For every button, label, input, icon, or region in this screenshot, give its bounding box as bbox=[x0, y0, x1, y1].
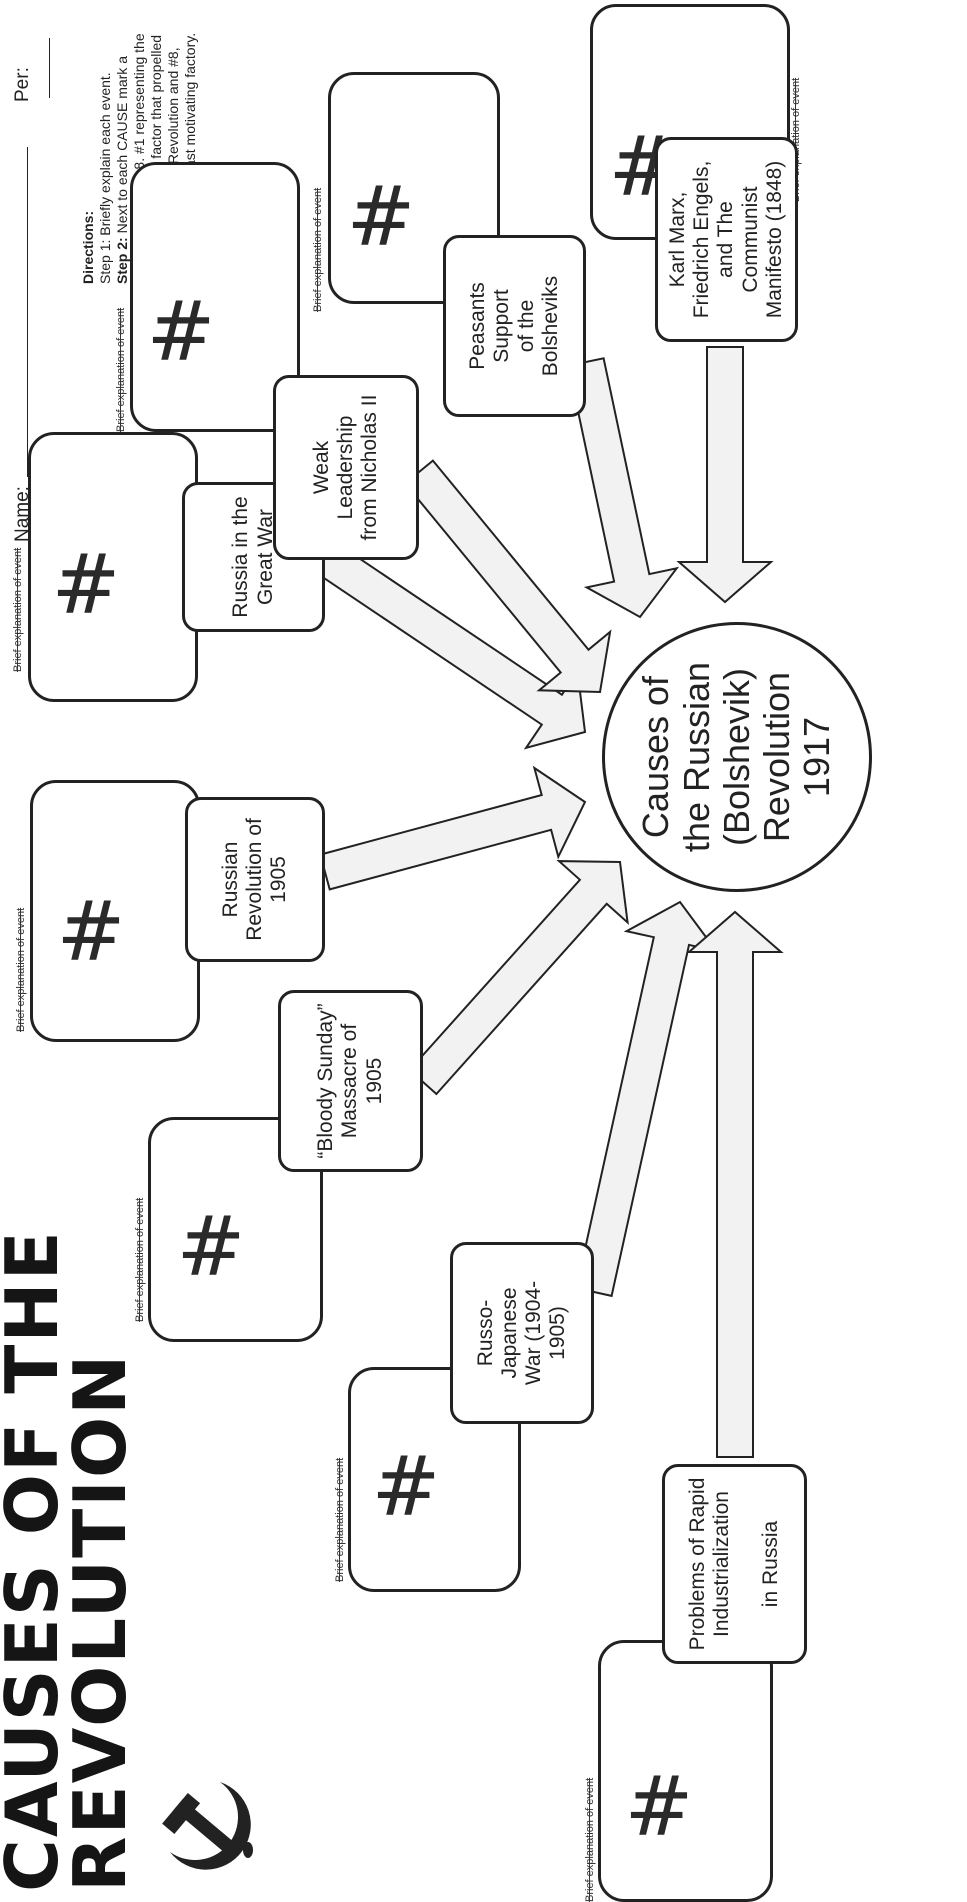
arrow-great-war bbox=[313, 540, 587, 750]
rank-mark-2: # bbox=[51, 537, 121, 633]
rank-mark-8: # bbox=[624, 1759, 694, 1855]
cause-peasants-support: Peasants Support of the Bolsheviks bbox=[443, 235, 586, 417]
per-field[interactable]: Per: bbox=[12, 0, 56, 102]
cause-russo-japanese-war: Russo-Japanese War (1904-1905) bbox=[450, 1242, 594, 1424]
arrow-russian-revolution-1905 bbox=[319, 765, 587, 891]
cause-russian-revolution-1905: Russian Revolution of 1905 bbox=[185, 797, 325, 962]
directions-heading: Directions: bbox=[80, 210, 96, 284]
rank-mark-7: # bbox=[371, 1439, 441, 1535]
brief-label-4: Brief explanation of event bbox=[312, 187, 324, 312]
hammer-and-sickle-icon bbox=[162, 1782, 253, 1870]
per-line bbox=[49, 38, 50, 98]
center-topic-circle: Causes of the Russian (Bolshevik) Revolu… bbox=[602, 622, 872, 892]
title-line-2: REVOLUTION bbox=[58, 1352, 142, 1892]
rank-mark-6: # bbox=[176, 1199, 246, 1295]
arrow-russo-japanese-war bbox=[575, 900, 719, 1298]
brief-label-7: Brief explanation of event bbox=[334, 1457, 346, 1582]
brief-label-3: Brief explanation of event bbox=[115, 307, 127, 432]
rank-mark-1: # bbox=[56, 884, 126, 980]
directions-step1: Step 1: Briefly explain each event. bbox=[97, 72, 114, 284]
arrow-peasants-support bbox=[567, 357, 680, 619]
cause-bloody-sunday: “Bloody Sunday” Massacre of 1905 bbox=[278, 990, 423, 1172]
arrow-weak-leadership bbox=[403, 459, 612, 694]
brief-label-8: Brief explanation of event bbox=[584, 1777, 596, 1902]
arrow-bloody-sunday bbox=[408, 860, 629, 1096]
brief-label-1: Brief explanation of event bbox=[15, 907, 27, 1032]
brief-label-2: Brief explanation of event bbox=[12, 547, 24, 672]
arrow-marx-engels bbox=[676, 346, 774, 604]
name-line bbox=[27, 146, 28, 477]
arrow-rapid-industrialization bbox=[686, 910, 784, 1458]
per-label: Per: bbox=[12, 67, 33, 102]
cause-marx-engels: Karl Marx, Friedrich Engels, and The Com… bbox=[655, 137, 798, 342]
cause-weak-leadership: Weak Leadership from Nicholas II bbox=[273, 375, 419, 560]
brief-label-6: Brief explanation of event bbox=[134, 1197, 146, 1322]
directions-step2-label: Step 2: bbox=[114, 237, 131, 284]
rank-mark-3: # bbox=[146, 284, 216, 380]
rank-mark-4: # bbox=[346, 169, 416, 265]
cause-rapid-industrialization: Problems of Rapid Industrialization in R… bbox=[662, 1464, 807, 1664]
